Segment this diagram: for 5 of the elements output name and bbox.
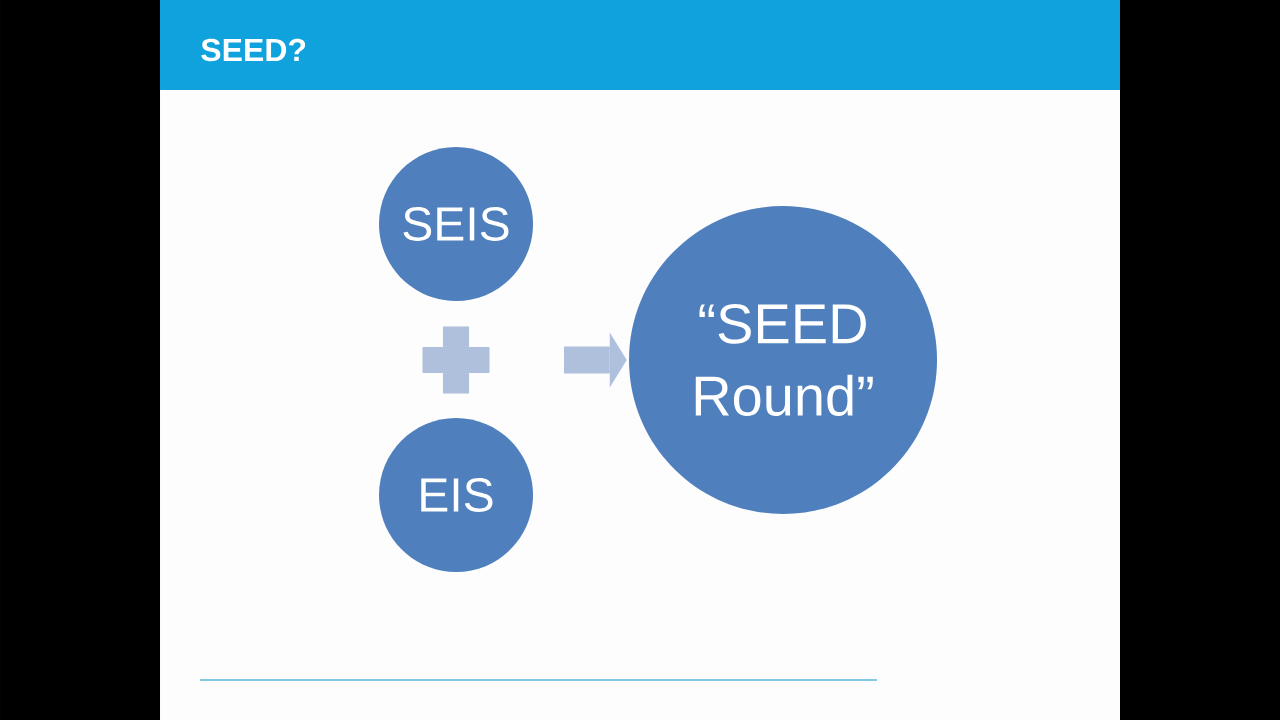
circle-node: SEIS [379,147,533,301]
slide-title: SEED? [201,38,306,62]
circle-node: “SEED Round” [629,206,937,514]
block-arrow [564,332,627,388]
circle-node: EIS [379,418,533,572]
